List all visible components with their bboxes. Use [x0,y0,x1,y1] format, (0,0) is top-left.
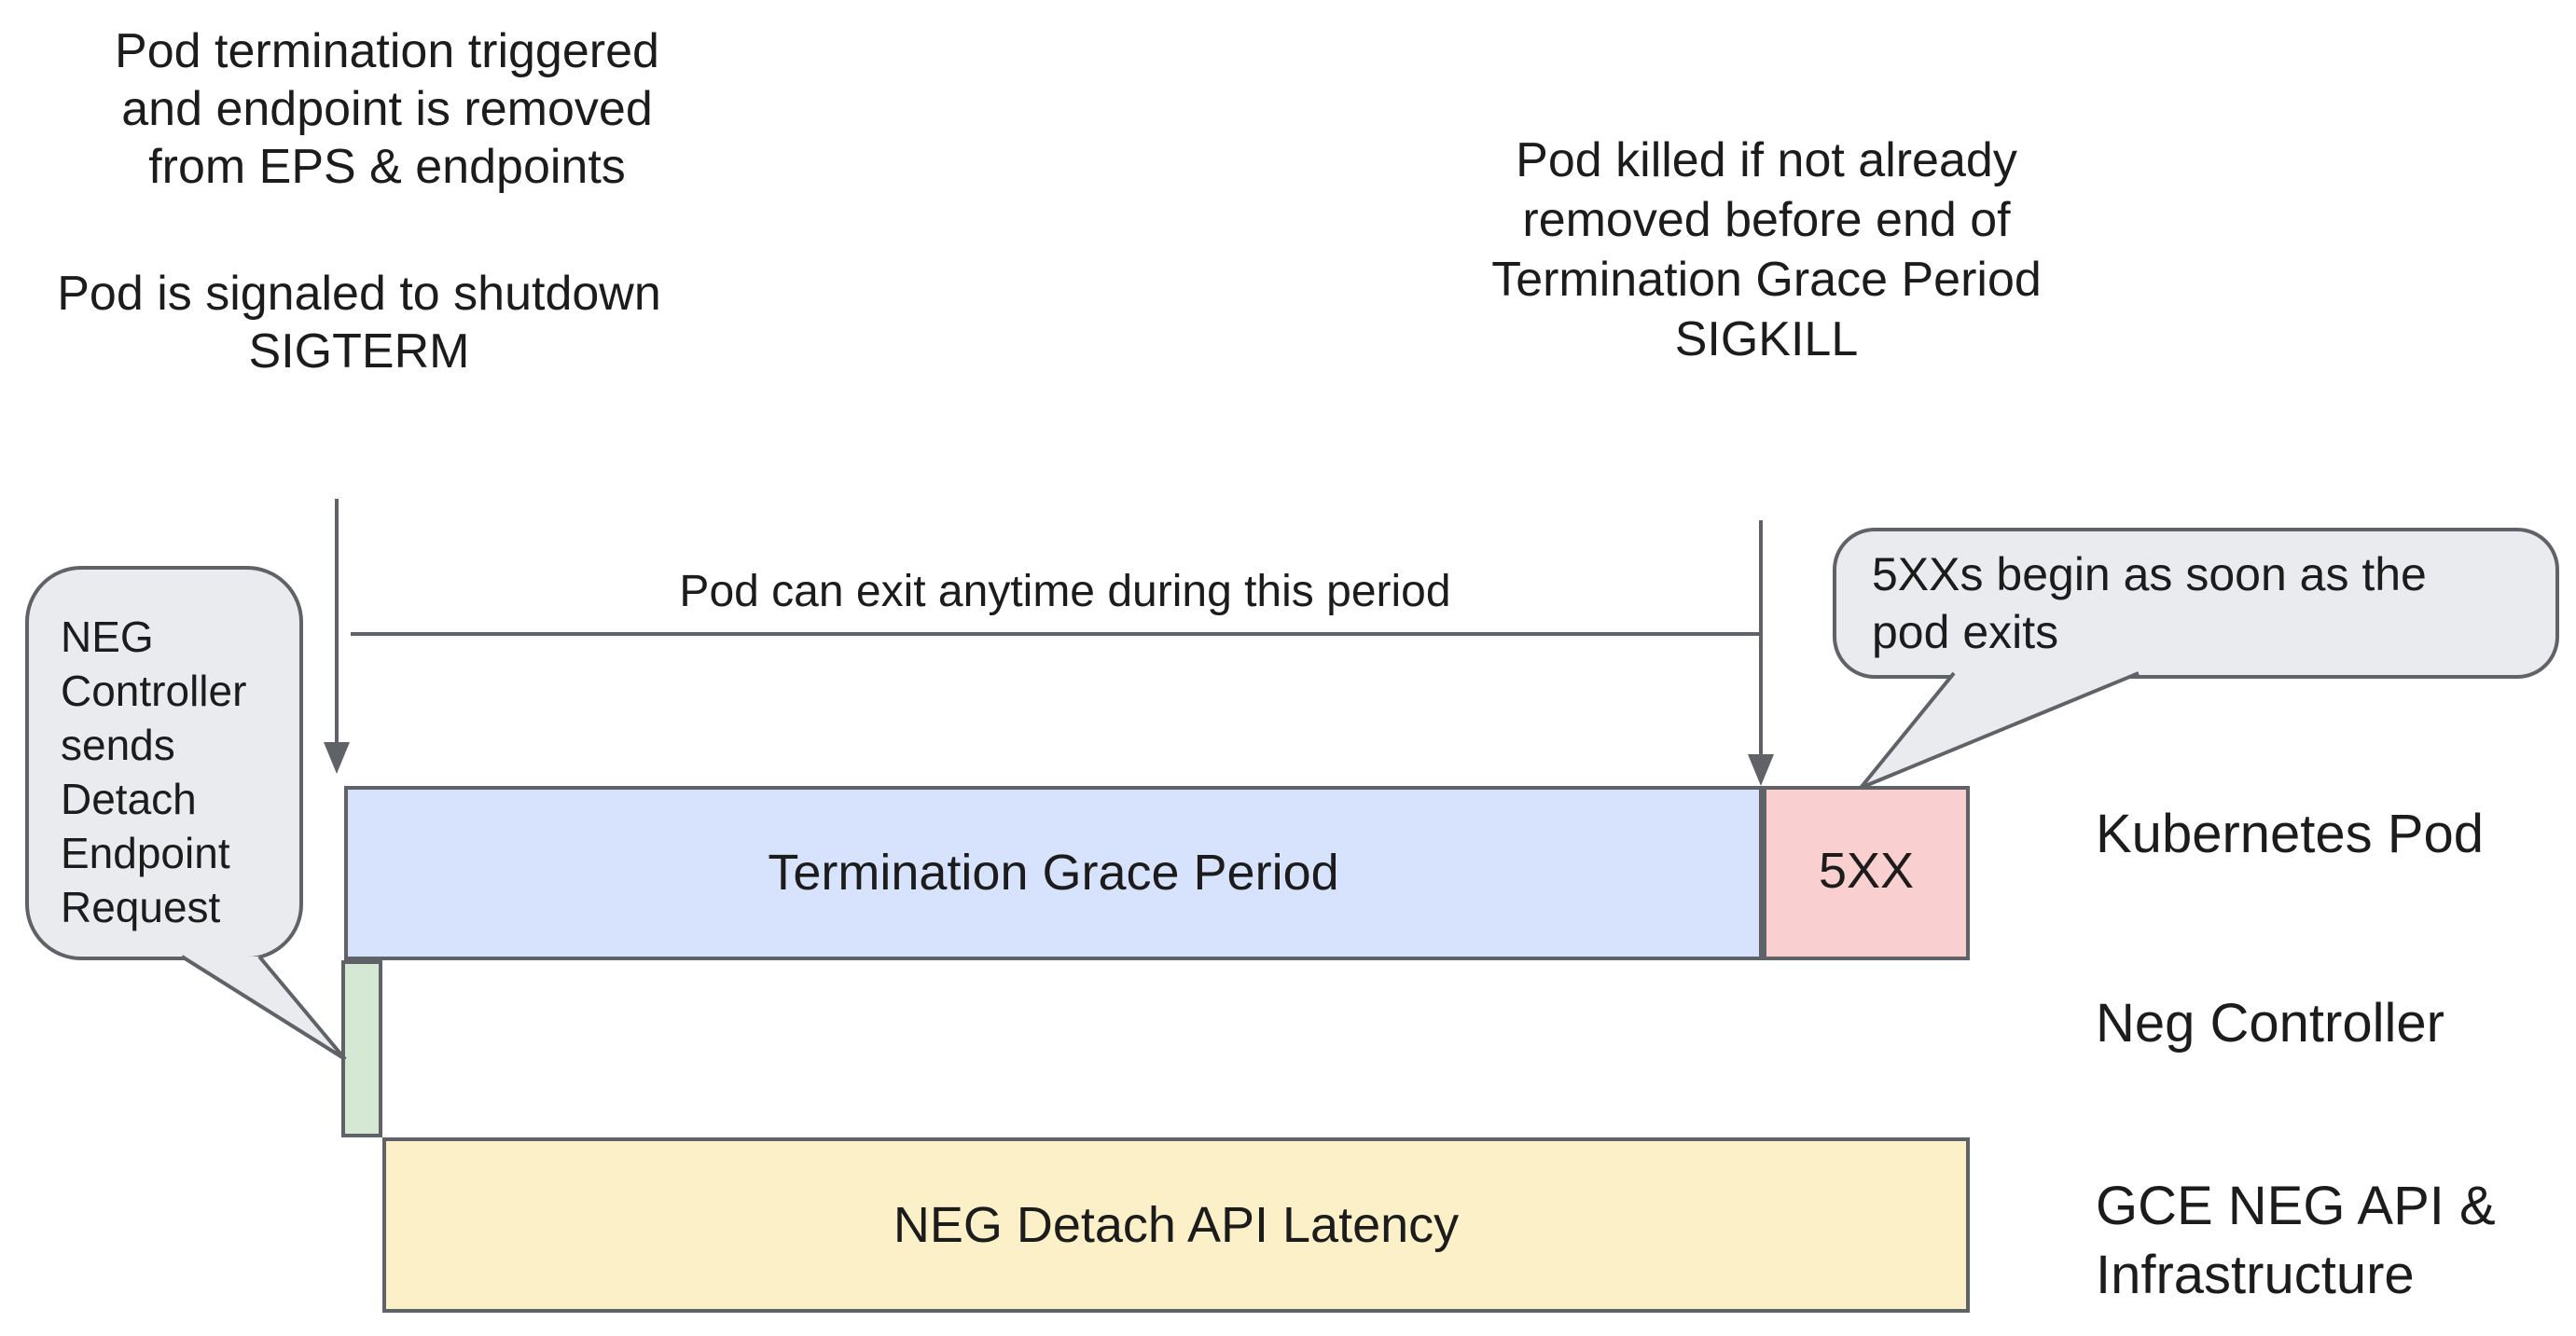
row-label-kubernetes-pod: Kubernetes Pod [2096,804,2484,864]
pod-termination-note-line: from EPS & endpoints [148,140,626,194]
sigkill-down-arrow-icon [1748,754,1774,786]
period-span-label: Pod can exit anytime during this period [679,567,1451,616]
left-callout-line: Controller [61,667,247,715]
left-callout-line: Request [61,883,221,931]
left-callout-text: NEG Controller sends Detach Endpoint Req… [61,610,246,934]
5xx-begin-callout-bubble [1833,528,2559,679]
row-label-neg-controller: Neg Controller [2096,993,2444,1054]
pod-termination-note-line: Pod termination triggered [115,24,659,78]
left-callout-line: sends [61,721,175,769]
left-callout-line: Endpoint [61,829,230,877]
5xx-error-bar [1763,786,1970,960]
sigkill-note-line: SIGKILL [1674,312,1859,366]
5xx-bar-label: 5XX [1818,843,1915,899]
pod-termination-note: Pod termination triggered and endpoint i… [79,22,695,196]
right-callout-line: 5XXs begin as soon as the [1872,548,2427,600]
row-label-gce-line: GCE NEG API & [2096,1176,2496,1236]
left-callout-tail [180,955,347,1061]
grace-period-bar-label: Termination Grace Period [768,845,1339,901]
sigkill-note-line: Pod killed if not already [1516,133,2017,187]
sigkill-note-line: Termination Grace Period [1491,253,2042,307]
neg-detach-latency-bar-label: NEG Detach API Latency [893,1197,1460,1253]
sigterm-note: Pod is signaled to shutdown SIGTERM [56,265,662,380]
right-callout-line: pod exits [1872,606,2059,658]
neg-controller-processing-bar [341,960,382,1137]
left-callout-line: NEG [61,613,154,661]
sigterm-note-line: Pod is signaled to shutdown [57,267,661,321]
left-callout-line: Detach [61,775,197,823]
termination-grace-period-bar [344,786,1763,960]
row-label-gce-neg-api: GCE NEG API & Infrastructure [2096,1172,2496,1310]
sigterm-note-line: SIGTERM [248,324,470,379]
sigkill-note-line: removed before end of [1522,193,2011,247]
neg-detach-api-latency-bar [382,1137,1970,1313]
right-callout-text: 5XXs begin as soon as the pod exits [1872,545,2427,661]
row-label-gce-line: Infrastructure [2096,1245,2415,1305]
pod-termination-note-line: and endpoint is removed [121,82,653,136]
neg-controller-callout-bubble [25,566,303,960]
sigterm-down-arrow-icon [324,742,350,774]
sigkill-note: Pod killed if not already removed before… [1440,131,2093,369]
right-callout-tail [1859,671,2140,790]
